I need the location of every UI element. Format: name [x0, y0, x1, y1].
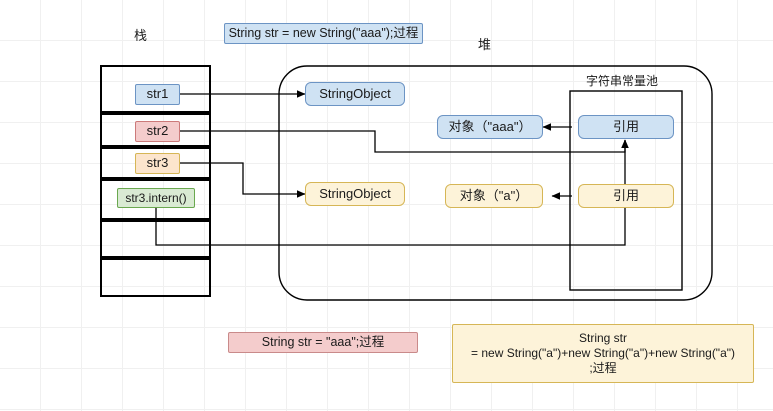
constant-pool-title: 字符串常量池: [586, 74, 659, 88]
stack-divider-4: [100, 218, 211, 222]
stack-divider-5: [100, 256, 211, 260]
pool-ref-blue[interactable]: 引用: [578, 115, 674, 139]
heap-object-stringobject-blue[interactable]: StringObject: [305, 82, 405, 106]
arrow-str2-to-pool-ref: [180, 130, 629, 153]
pool-object-aaa[interactable]: 对象（"aaa"）: [437, 115, 543, 139]
stack-var-str1[interactable]: str1: [135, 84, 180, 105]
legend-concat-line3: ;过程: [589, 361, 617, 375]
stack-var-str2[interactable]: str2: [135, 121, 180, 142]
legend-concat-line1: String str: [578, 331, 627, 345]
pool-ref-yellow[interactable]: 引用: [578, 184, 674, 208]
heap-object-stringobject-yellow[interactable]: StringObject: [305, 182, 405, 206]
legend-bottom-concat: String str = new String("a")+new String(…: [452, 324, 754, 383]
stack-divider-1: [100, 111, 211, 115]
stack-var-str3-intern[interactable]: str3.intern(): [117, 188, 195, 208]
legend-bottom-literal: String str = "aaa";过程: [228, 332, 418, 353]
legend-concat-line2: = new String("a")+new String("a")+new St…: [471, 346, 735, 360]
stack-var-str3[interactable]: str3: [135, 153, 180, 174]
pool-object-a[interactable]: 对象（"a"）: [445, 184, 543, 208]
heap-title: 堆: [478, 37, 492, 52]
legend-top-new-string: String str = new String("aaa");过程: [224, 23, 423, 44]
stack-frame: [100, 65, 211, 297]
stack-divider-2: [100, 145, 211, 149]
stack-title: 栈: [134, 28, 148, 43]
stack-divider-3: [100, 177, 211, 181]
